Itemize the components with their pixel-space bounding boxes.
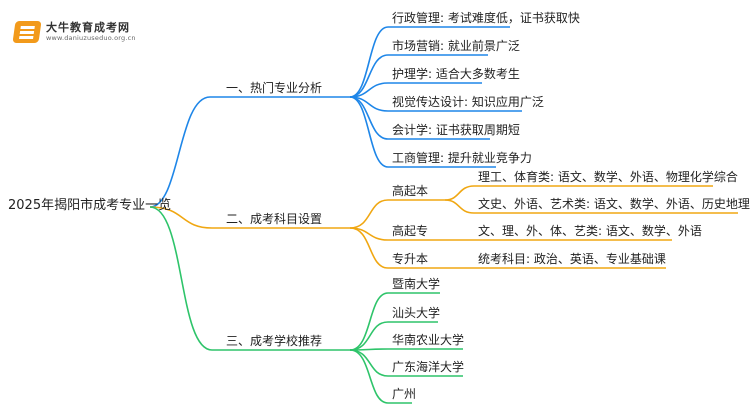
subject-detail: 统考科目: 政治、英语、专业基础课 [478,252,666,266]
hot-major-item: 会计学: 证书获取周期短 [392,123,520,137]
connector-schools-2 [349,321,438,351]
school-item: 广州 [392,387,417,401]
hot-major-item: 视觉传达设计: 知识应用广泛 [392,95,544,109]
connector-gqb-1 [444,185,713,201]
branch-hot-majors: 一、热门专业分析 [226,81,323,95]
subject-level-zsb: 专升本 [392,252,429,266]
connector-schools-4 [349,349,463,377]
school-item: 华南农业大学 [392,333,465,347]
root-node: 2025年揭阳市成考专业一览 [8,198,172,213]
school-item: 广东海洋大学 [392,360,465,374]
connector-hot-3 [349,82,482,98]
school-item: 暨南大学 [392,277,441,291]
hot-major-item: 行政管理: 考试难度低，证书获取快 [392,11,580,25]
connector-hot-1 [349,26,510,98]
connector-root-subjects [149,206,350,229]
connector-subjects-zsb [349,227,448,269]
connector-schools-1 [349,292,440,351]
subject-detail: 文、理、外、体、艺类: 语文、数学、外语 [478,224,702,238]
book-logo-icon [12,21,42,43]
branch-school-recommendations: 三、成考学校推荐 [226,334,323,348]
site-logo[interactable]: 大牛教育成考网 www.daniuzuseduo.org.cn [12,19,154,45]
connector-subjects-gqb [349,199,445,229]
hot-major-item: 工商管理: 提升就业竞争力 [392,151,532,165]
hot-major-item: 市场营销: 就业前景广泛 [392,39,520,53]
connector-schools-5 [349,349,412,404]
hot-major-item: 护理学: 适合大多数考生 [392,67,520,81]
connector-root-schools [149,206,350,351]
school-item: 汕头大学 [392,306,441,320]
connector-root-hot [149,96,350,208]
connector-gqb-2 [444,199,738,214]
subject-level-gqb: 高起本 [392,184,429,198]
subject-level-gqz: 高起专 [392,224,429,238]
connector-hot-2 [349,54,488,98]
subject-detail: 文史、外语、艺术类: 语文、数学、外语、历史地理综合 [478,197,750,211]
connector-hot-6 [349,96,496,168]
subject-detail: 理工、体育类: 语文、数学、外语、物理化学综合 [478,170,738,184]
connector-schools-3 [349,348,463,351]
branch-exam-subjects: 二、成考科目设置 [226,212,323,226]
